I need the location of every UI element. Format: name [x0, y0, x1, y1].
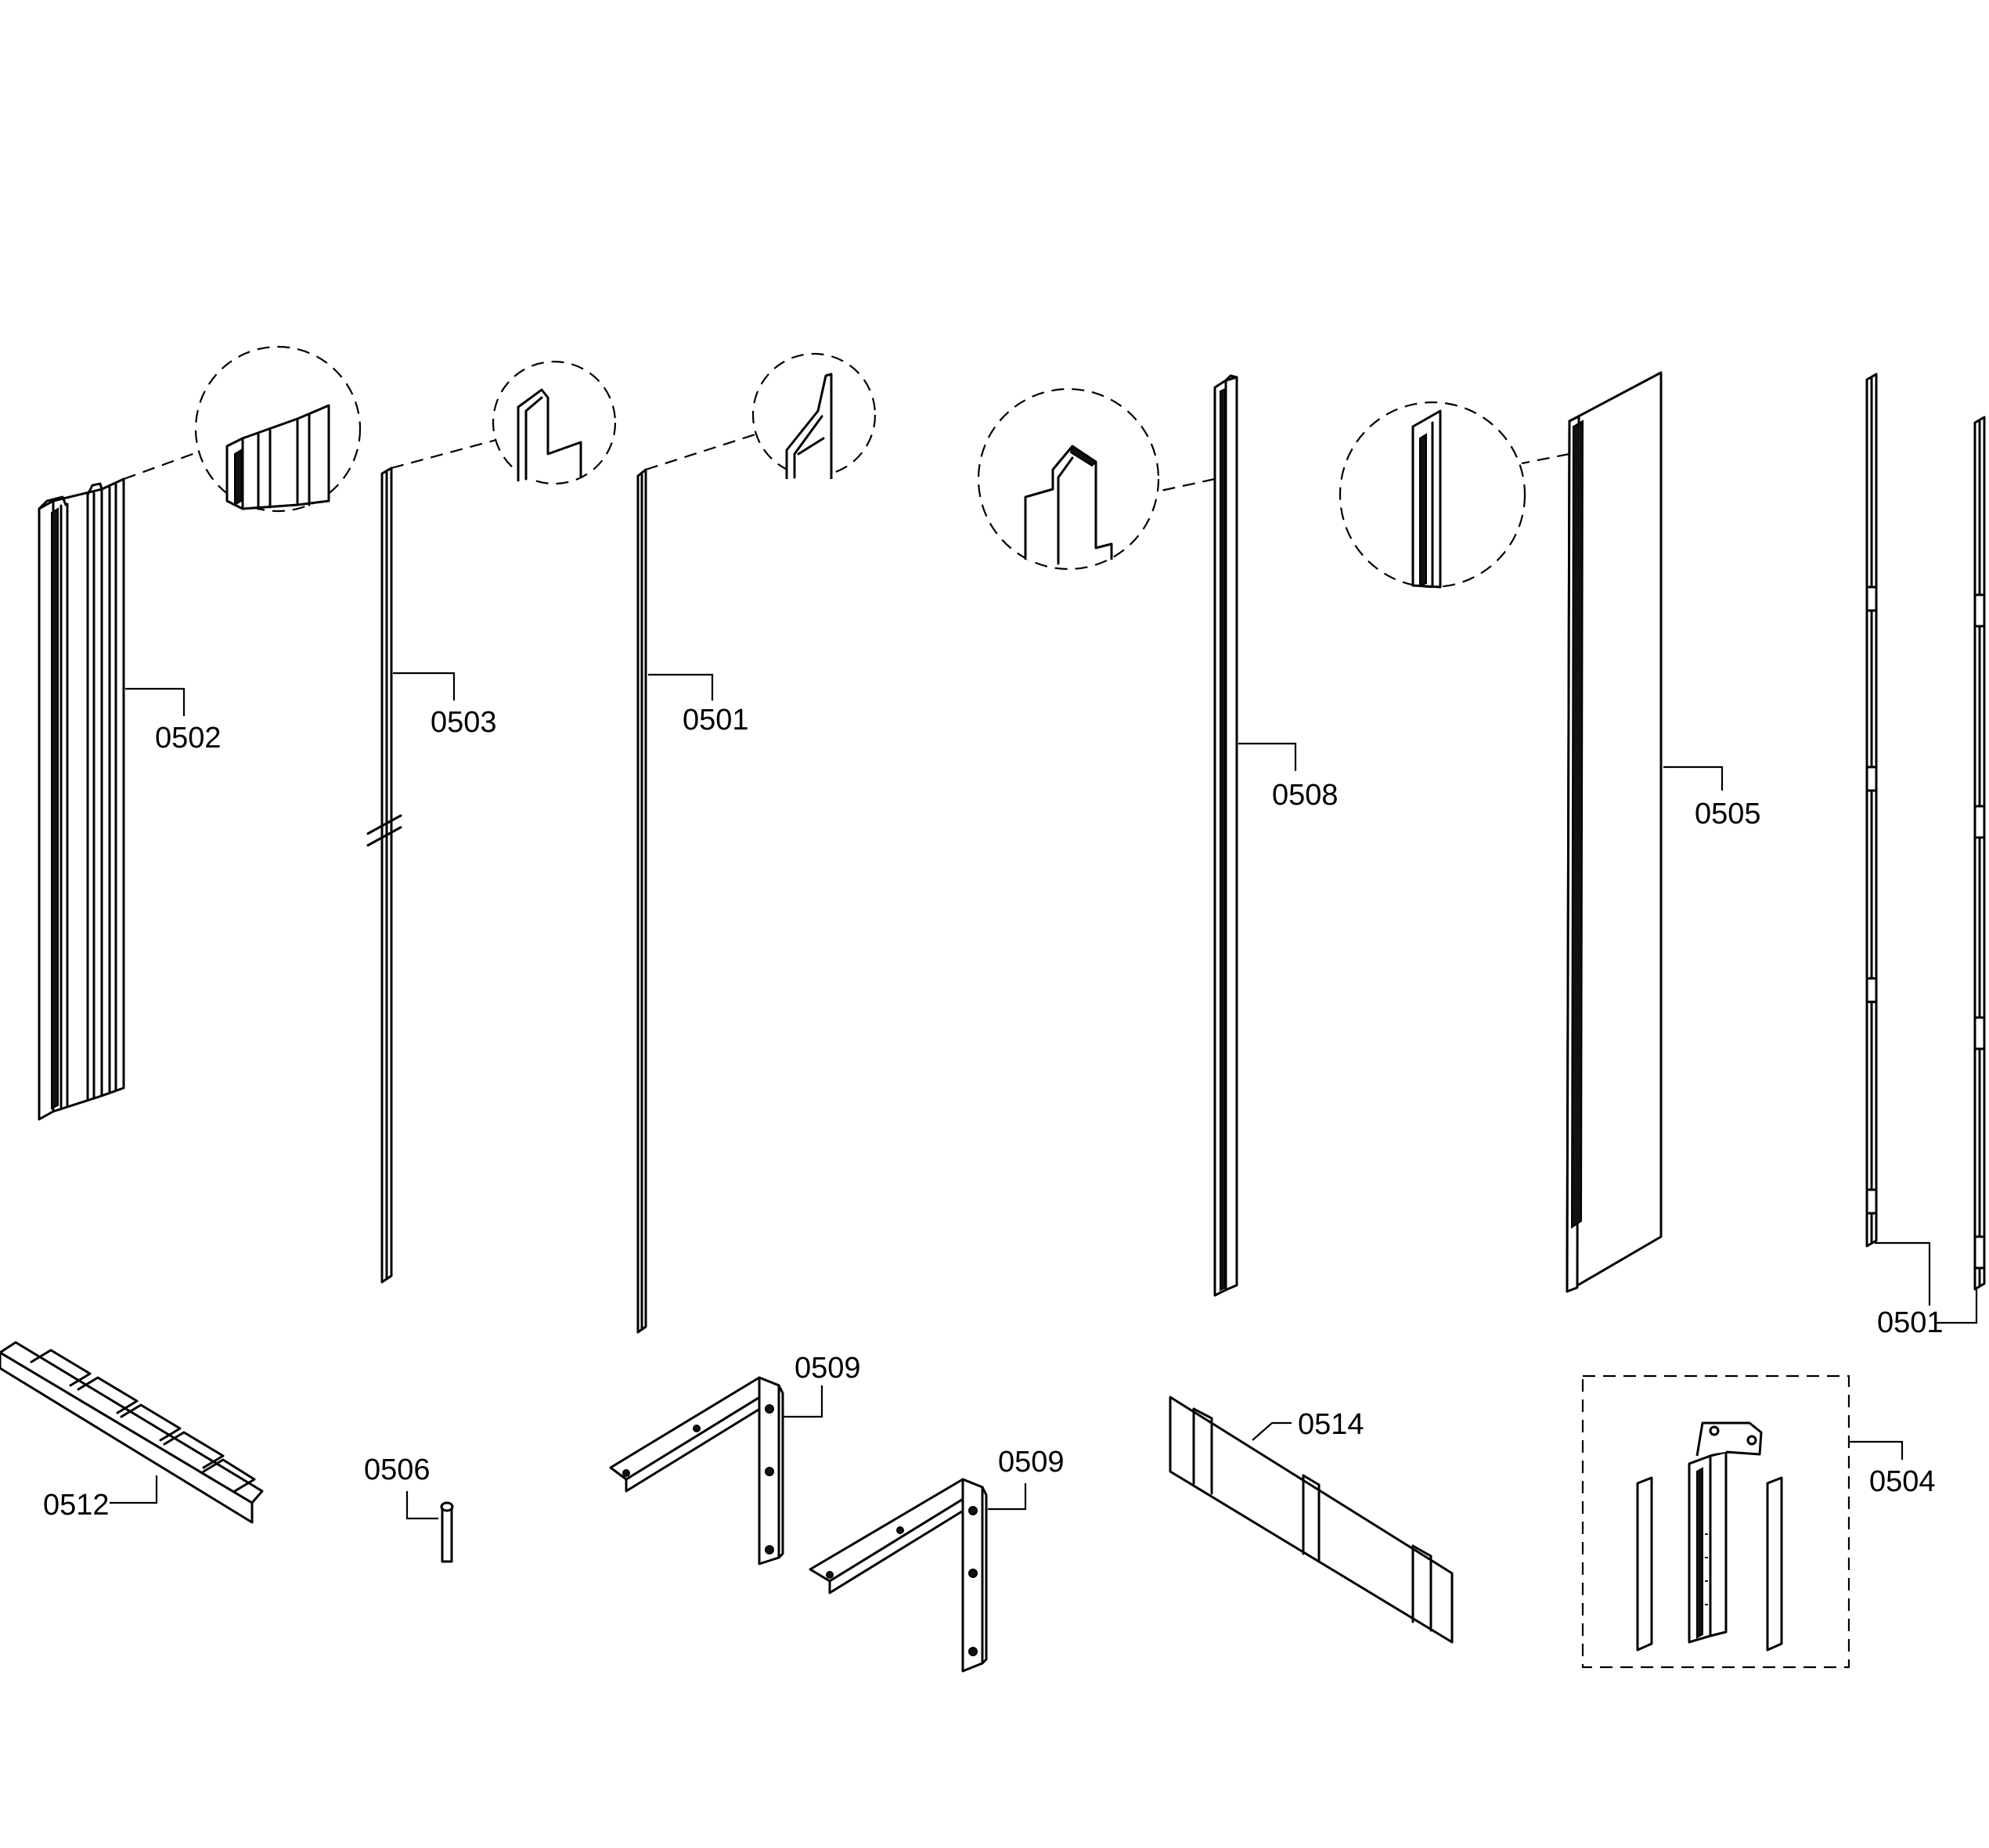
part-number-0514: 0514 — [1298, 1408, 1364, 1441]
part-0504-kit[interactable] — [1581, 1374, 1850, 1669]
label-0514: 0514 — [1252, 1408, 1364, 1441]
part-number-0501-b: 0501 — [1877, 1306, 1944, 1339]
part-number-0509-b: 0509 — [998, 1446, 1065, 1479]
part-0509-bracket-b[interactable] — [809, 1478, 988, 1673]
part-number-0501-a: 0501 — [683, 704, 749, 737]
detail-bubble-0508 — [977, 387, 1216, 571]
part-0501-rail-right[interactable] — [1973, 416, 1986, 1291]
part-number-0509-a: 0509 — [795, 1352, 861, 1385]
part-0514[interactable] — [1169, 1396, 1454, 1644]
part-number-0506: 0506 — [364, 1454, 431, 1486]
part-0501-rail-left[interactable] — [1865, 373, 1878, 1248]
part-0508[interactable] — [1213, 374, 1238, 1297]
detail-bubble-0502 — [123, 345, 362, 513]
label-0505: 0505 — [1663, 765, 1761, 830]
part-number-0502: 0502 — [155, 722, 222, 755]
label-0508: 0508 — [1238, 742, 1339, 812]
label-0509-a: 0509 — [783, 1352, 861, 1418]
label-0509-b: 0509 — [988, 1446, 1065, 1511]
detail-bubble-0501 — [645, 352, 877, 479]
label-0504: 0504 — [1849, 1440, 1936, 1498]
label-0501-b: 0501 — [1875, 1241, 1978, 1339]
part-number-0512: 0512 — [43, 1489, 110, 1522]
part-0506[interactable] — [440, 1501, 454, 1563]
part-number-0508: 0508 — [1272, 779, 1339, 812]
part-0502[interactable] — [38, 477, 125, 1121]
part-0509-bracket-a[interactable] — [609, 1376, 784, 1565]
label-0501-a: 0501 — [648, 673, 749, 737]
part-0505[interactable] — [1566, 371, 1663, 1293]
detail-bubble-0505 — [1339, 401, 1570, 589]
part-number-0503: 0503 — [431, 706, 497, 739]
label-0503: 0503 — [393, 672, 497, 739]
part-0503[interactable] — [366, 467, 402, 1284]
part-number-0504: 0504 — [1869, 1465, 1936, 1498]
part-0512[interactable] — [0, 1341, 264, 1524]
part-0501-rod[interactable] — [636, 468, 647, 1334]
label-0506: 0506 — [364, 1454, 438, 1520]
part-number-0505: 0505 — [1695, 798, 1761, 830]
label-0512: 0512 — [43, 1475, 158, 1522]
label-0502: 0502 — [125, 687, 222, 755]
detail-bubble-0503 — [391, 360, 617, 485]
